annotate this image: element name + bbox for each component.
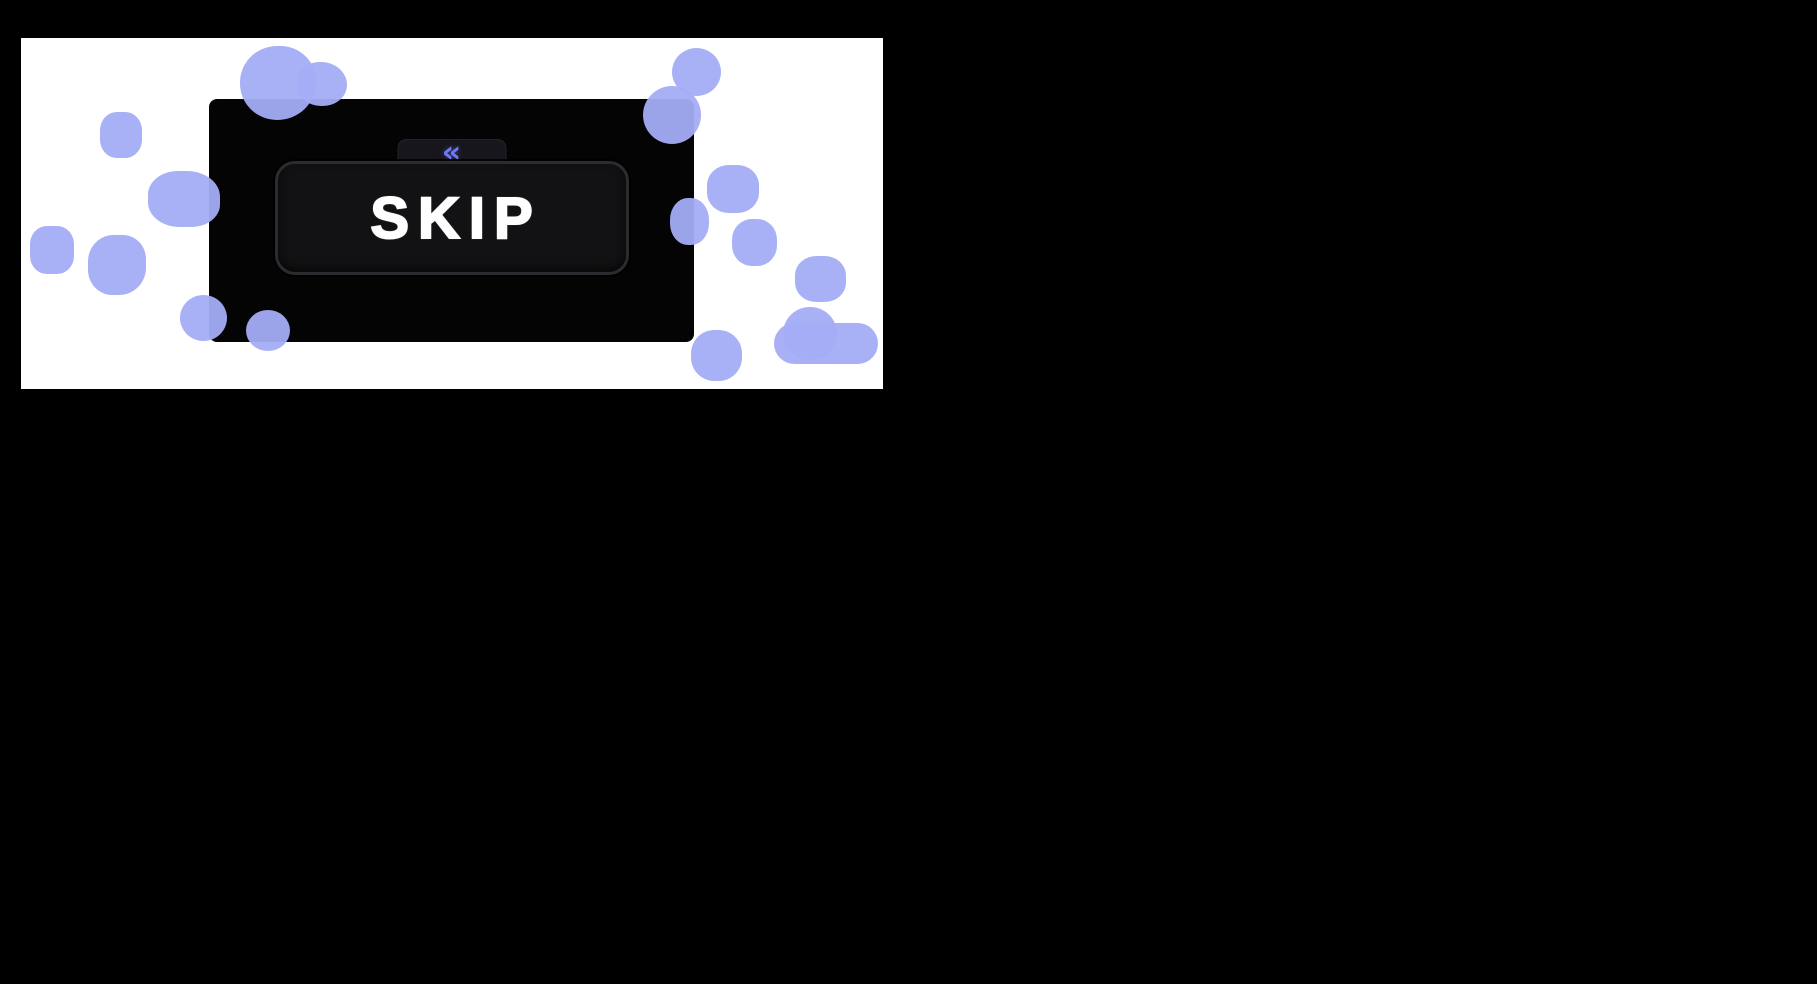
paint-blob [774,323,878,364]
paint-blob [100,112,142,158]
paint-blob [88,235,146,295]
skip-button-label: SKIP [369,185,542,252]
paint-blob [30,226,74,274]
paint-blob [672,48,721,96]
paint-blob [707,165,759,213]
paint-blob [783,307,837,360]
skip-overlay: « SKIP [209,99,694,342]
paint-blob [732,219,777,266]
drawing-board[interactable]: « SKIP [21,38,883,389]
paint-blob [795,256,846,302]
paint-blob [691,330,742,381]
skip-button[interactable]: SKIP [275,161,629,275]
collapse-chevrons-icon: « [441,135,462,170]
